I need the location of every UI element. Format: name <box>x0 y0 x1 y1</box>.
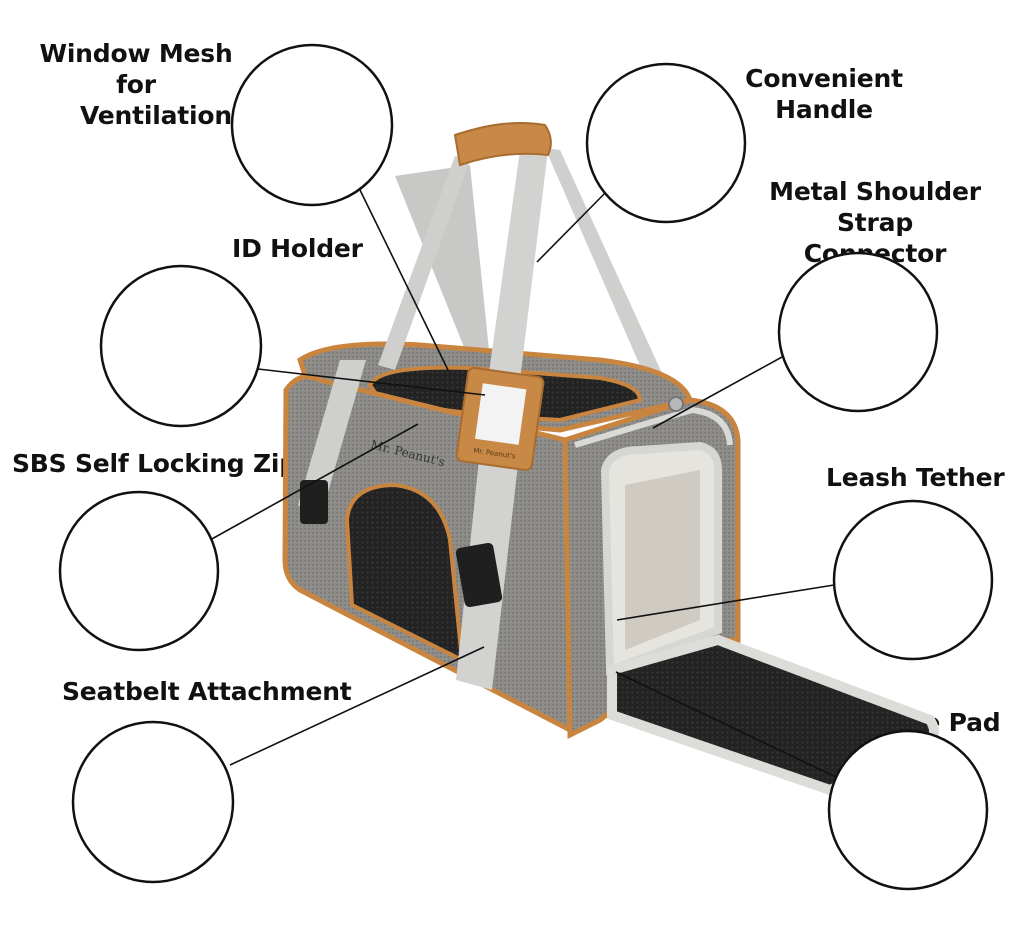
label-connector-line1: Metal Shoulder <box>769 177 981 206</box>
label-window-mesh-line1: Window Mesh for <box>39 39 233 99</box>
callout-handle <box>585 62 747 224</box>
callout-leash-tether <box>832 499 994 661</box>
pet-carrier-bag: Mr. Peanut's Mr. Peanut's <box>282 121 939 796</box>
leader-lines <box>209 185 843 781</box>
label-handle-line1: Convenient <box>745 64 903 93</box>
callout-id-holder: Mr. Peanut's <box>99 264 263 428</box>
label-leash-tether: Leash Tether <box>826 463 1005 492</box>
callout-metal-connector <box>777 251 939 413</box>
callout-fleece-pad <box>827 729 989 891</box>
label-window-mesh: Window Mesh for Ventilation <box>20 38 252 131</box>
label-handle-line2: Handle <box>775 95 873 124</box>
label-window-mesh-line2: Ventilation <box>80 101 232 130</box>
callout-window-mesh <box>230 43 394 207</box>
label-id-holder: ID Holder <box>232 234 363 263</box>
label-convenient-handle: Convenient Handle <box>740 63 908 125</box>
label-seatbelt: Seatbelt Attachment <box>62 677 352 706</box>
callout-seatbelt <box>71 720 235 884</box>
callout-sbs-zipper <box>58 490 220 652</box>
